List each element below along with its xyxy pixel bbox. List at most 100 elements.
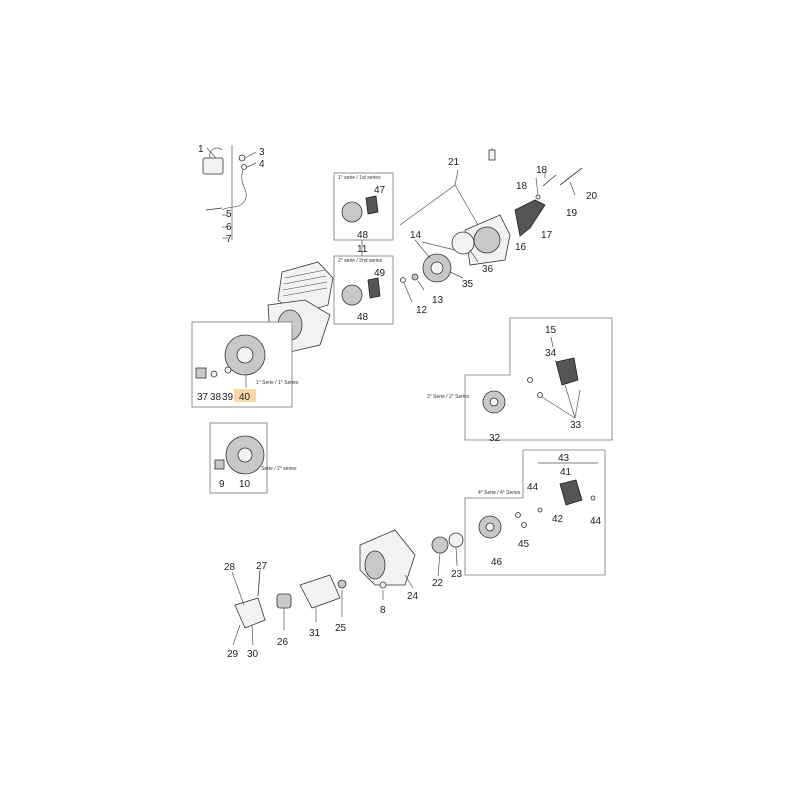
label-part-34: 34 [545, 348, 557, 359]
starter-washer [535, 194, 541, 200]
clutch-housing-bore [364, 550, 386, 580]
label-part-15: 15 [545, 325, 557, 336]
clutch-box-right-frame [464, 317, 613, 441]
flywheel-nut [195, 367, 207, 379]
spark-cap-spring [241, 164, 247, 170]
label-part-23: 23 [451, 569, 463, 580]
box-1st-series-label: 1° serie / 1st series [338, 175, 381, 181]
flywheel-box-1st-label: 1° Serie / 1° Series [256, 380, 299, 386]
starter-screw [488, 149, 496, 161]
ignition-coil-group [202, 145, 257, 240]
clutch-washer-4th-1 [537, 507, 543, 513]
clutch-shoe-4th [559, 479, 583, 506]
box-2nd-series-label: 2° serie / 2nd series [338, 258, 383, 264]
flywheel-washer [210, 370, 218, 378]
label-part-6: 6 [226, 222, 232, 233]
gear-head [234, 597, 266, 629]
label-part-27: 27 [256, 561, 268, 572]
label-part-9: 9 [219, 479, 225, 490]
label-part-38: 38 [210, 392, 222, 403]
label-part-37: 37 [197, 392, 209, 403]
spark-cap [238, 154, 246, 162]
label-part-41: 41 [560, 467, 572, 478]
clutch-box-right: 2° Serie / 2° Series [427, 317, 613, 441]
label-part-47: 47 [374, 185, 386, 196]
label-part-19: 19 [566, 208, 578, 219]
label-part-13: 13 [432, 295, 444, 306]
highlight-box-40 [234, 389, 256, 402]
flywheel-box-2nd: 2° Serie / 2° series [209, 422, 297, 494]
gear-head-screw [257, 569, 261, 597]
clutch-spring-2nd [367, 277, 381, 299]
starter-pulley-hub [430, 261, 444, 275]
housing-screw [379, 581, 387, 589]
clutch-bolt-1 [527, 377, 533, 383]
starter-disc [451, 231, 475, 255]
label-part-7: 7 [226, 234, 232, 245]
label-part-17: 17 [541, 230, 553, 241]
label-part-31: 31 [309, 628, 321, 639]
ignition-coil [202, 157, 224, 175]
flywheel-box-1st: 1° Serie / 1° Series [191, 321, 299, 408]
label-part-21: 21 [448, 157, 460, 168]
label-part-5: 5 [226, 209, 232, 220]
label-part-30: 30 [247, 649, 259, 660]
label-part-29: 29 [227, 649, 239, 660]
label-part-4: 4 [259, 159, 265, 170]
flywheel-nut-2nd [214, 459, 225, 470]
label-part-20: 20 [586, 191, 598, 202]
clutch-bolt-2 [537, 392, 543, 398]
label-part-48a: 48 [357, 230, 369, 241]
label-part-45: 45 [518, 539, 530, 550]
coupling-nut [337, 579, 347, 589]
clutch-box-bottom: 4° Serie / 4° Series [464, 449, 606, 576]
clutch-bolt-4th-1 [515, 512, 521, 518]
label-part-10: 10 [239, 479, 251, 490]
clutch-spring-1st [365, 195, 379, 215]
label-part-22: 22 [432, 578, 444, 589]
label-part-49: 49 [374, 268, 386, 279]
label-part-1: 1 [198, 144, 204, 155]
starter-nut [411, 273, 419, 281]
gearbox-group [231, 529, 464, 646]
part-number-labels: 1 3 4 5 6 7 21 18 18 20 19 17 16 14 36 3… [197, 144, 602, 660]
clutch-box-right-label: 2° Serie / 2° Series [427, 394, 470, 400]
label-part-18b: 18 [516, 181, 528, 192]
series-boxes-top: 1° serie / 1st series 2° serie / 2nd ser… [333, 172, 394, 325]
coil-screw [205, 207, 223, 211]
starter-group [399, 148, 583, 303]
label-part-33: 33 [570, 420, 582, 431]
starter-handle [514, 199, 546, 237]
clutch-bolt-4th-2 [521, 522, 527, 528]
label-part-42: 42 [552, 514, 564, 525]
flywheel-hub-2nd [237, 447, 253, 463]
bearing [431, 536, 449, 554]
drive-tube-coupling [299, 574, 341, 609]
clutch-shoe [555, 357, 579, 386]
label-part-44a: 44 [527, 482, 539, 493]
hv-cable [221, 169, 247, 211]
label-part-24: 24 [407, 591, 419, 602]
label-part-26: 26 [277, 637, 289, 648]
starter-pulley-housing [473, 226, 501, 254]
clutch-drum-hub-4th [485, 522, 495, 532]
starter-spring [542, 174, 557, 187]
label-part-35: 35 [462, 279, 474, 290]
label-part-39: 39 [222, 392, 234, 403]
label-part-8: 8 [380, 605, 386, 616]
label-part-32: 32 [489, 433, 501, 444]
label-part-14: 14 [410, 230, 422, 241]
clutch-box-bottom-label: 4° Serie / 4° Series [478, 490, 521, 496]
clutch-washer-4th-2 [590, 495, 596, 501]
flywheel-box-2nd-label: 2° Serie / 2° series [255, 466, 297, 472]
flywheel-washer-2 [224, 366, 232, 374]
circlip [448, 532, 464, 548]
label-part-28: 28 [224, 562, 236, 573]
label-part-3: 3 [259, 147, 265, 158]
label-part-12: 12 [416, 305, 428, 316]
label-part-43: 43 [558, 453, 570, 464]
starter-rod [559, 167, 583, 186]
coil-wire [209, 147, 223, 159]
clutch-drum-hub [489, 397, 499, 407]
